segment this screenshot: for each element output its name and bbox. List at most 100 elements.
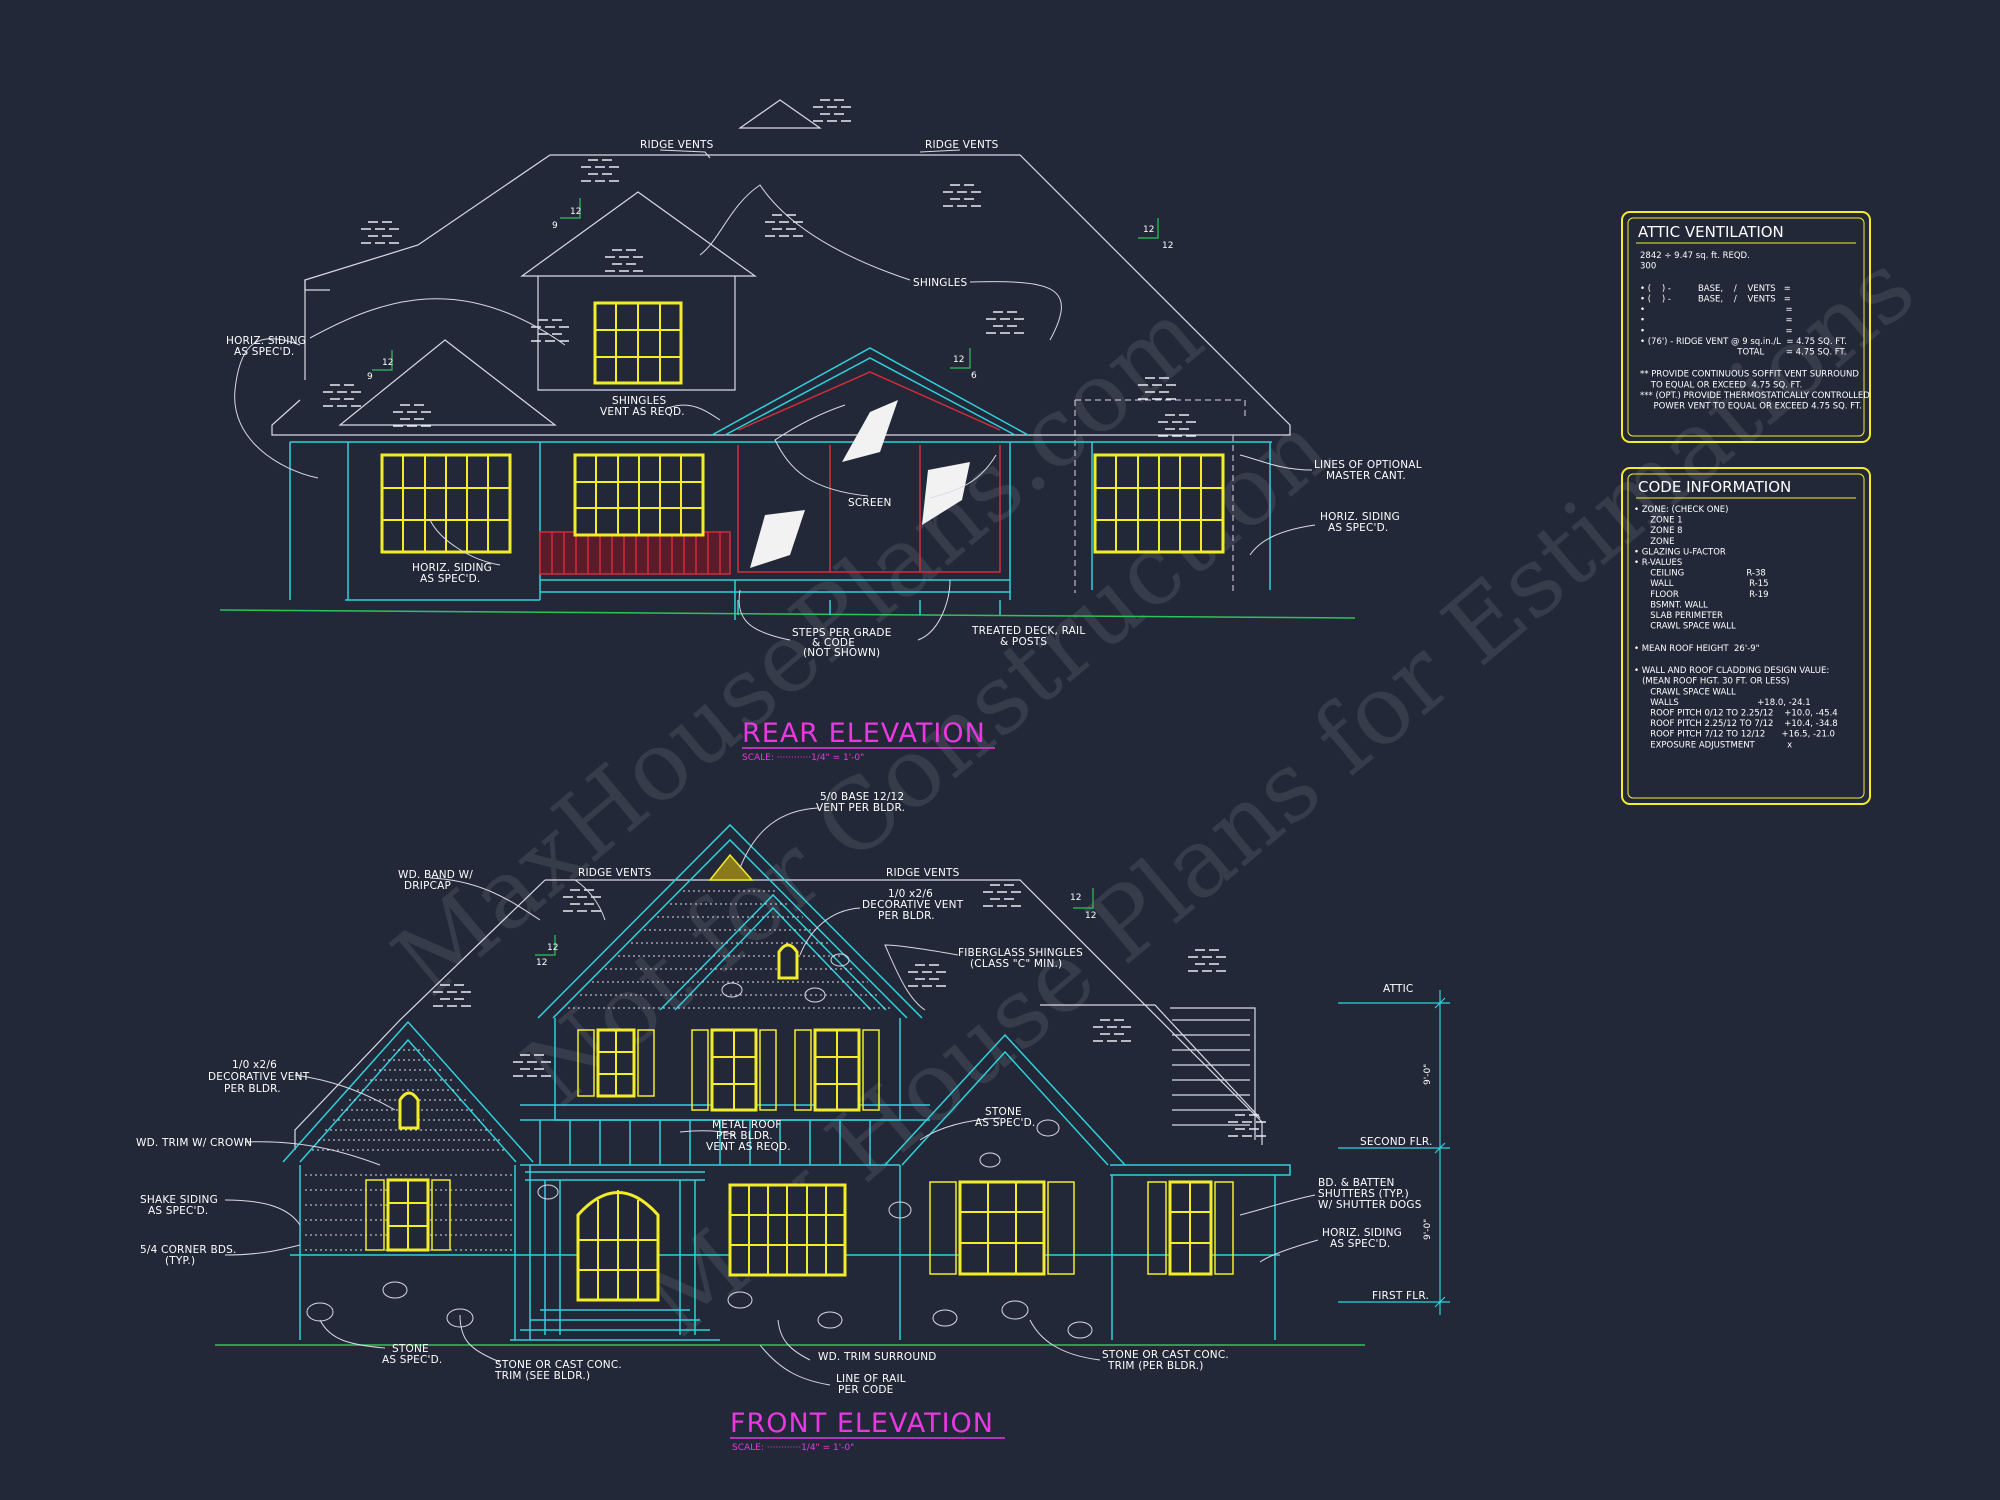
panel-line: ZONE <box>1634 537 1674 547</box>
rear-leader-lines <box>234 149 1316 641</box>
rear-optional-cant <box>1074 399 1246 593</box>
label-bd-batten-1: BD. & BATTEN <box>1318 1177 1395 1189</box>
label-bd-batten-2: SHUTTERS (TYP.) <box>1318 1188 1409 1200</box>
stone <box>382 1281 408 1299</box>
rear-screen-frame <box>737 371 1001 573</box>
pitch-run: 12 <box>1162 241 1173 251</box>
front-porch-columns <box>525 1171 705 1335</box>
panel-line: *** (OPT.) PROVIDE THERMOSTATICALLY CONT… <box>1640 391 1870 401</box>
rear-window-left-muntins <box>382 455 510 552</box>
panel-line: • ZONE: (CHECK ONE) <box>1634 505 1728 515</box>
front-entry-steps <box>510 1309 720 1341</box>
panel-line: TO EQUAL OR EXCEED 4.75 SQ. FT. <box>1640 380 1802 390</box>
rear-pitch-d: 12 6 <box>950 348 977 381</box>
stone <box>721 982 743 998</box>
rear-left-hip <box>304 154 551 291</box>
shutter <box>1214 1181 1234 1275</box>
rear-window-center-muntins <box>575 455 703 535</box>
panel-line: WALLS +18.0, -24.1 <box>1634 698 1811 708</box>
panel-line: ** PROVIDE CONTINUOUS SOFFIT VENT SURROU… <box>1640 370 1859 380</box>
stone <box>537 1184 559 1200</box>
rear-shingle-symbols <box>323 99 1196 437</box>
label-dim-upper: 9'-0" <box>1423 1064 1433 1085</box>
label-steps-3: (NOT SHOWN) <box>803 647 880 659</box>
front-shingle-symbols <box>433 884 1266 1137</box>
label-rail-2: PER CODE <box>838 1384 894 1396</box>
shingle-symbol <box>323 384 361 407</box>
rear-porch-gable <box>711 347 1029 436</box>
pitch-run: 9 <box>367 372 373 382</box>
shutter <box>862 1029 880 1111</box>
label-optional-cant-1: LINES OF OPTIONAL <box>1314 459 1422 471</box>
rear-window-center <box>573 453 705 537</box>
panel-line: WALL R-15 <box>1634 579 1769 589</box>
rear-screen-glare-1 <box>842 400 898 462</box>
label-stone-trim-2: TRIM (SEE BLDR.) <box>494 1370 590 1382</box>
shingle-symbol <box>513 1054 551 1077</box>
rear-window-right-muntins <box>1095 455 1223 552</box>
label-dec-vent-top-1: 1/0 x2/6 <box>888 888 933 900</box>
shingle-symbol <box>1188 949 1226 972</box>
attic-panel-inner-border <box>1627 217 1865 437</box>
label-shingles: SHINGLES <box>913 277 968 289</box>
rear-ground-line <box>219 609 1356 619</box>
front-decorative-vent-left <box>398 1091 420 1130</box>
panel-line: ZONE 8 <box>1634 526 1683 536</box>
front-window-center <box>728 1183 847 1277</box>
front-center-gable <box>537 823 923 1019</box>
stone <box>804 987 826 1003</box>
shingle-symbol <box>531 319 569 342</box>
front-center-shake-siding <box>568 890 892 1009</box>
panel-line: TOTAL = 4.75 SQ. FT. <box>1640 347 1846 357</box>
label-horiz-siding-bottom-1: HORIZ. SIDING <box>412 562 492 574</box>
shutter <box>929 1181 957 1275</box>
front-level-dimensions: ATTIC SECOND FLR. FIRST FLR. 9'-0" 9'-0" <box>1338 983 1450 1315</box>
stone <box>1001 1300 1029 1320</box>
front-window-left <box>365 1178 451 1252</box>
label-stone-mid-2: AS SPEC'D. <box>975 1117 1035 1129</box>
panel-line: • ( ) - BASE, / VENTS = <box>1640 294 1791 304</box>
shingle-symbol <box>393 404 431 427</box>
rear-dormer-roof <box>520 191 757 277</box>
front-right-siding <box>1170 1007 1256 1140</box>
rear-porch-gable-inner <box>724 357 1016 436</box>
label-wd-band-2: DRIPCAP <box>404 880 451 892</box>
stone <box>446 1308 474 1328</box>
code-panel-border <box>1621 467 1871 805</box>
label-deck-2: & POSTS <box>1000 636 1047 648</box>
rear-elevation: 12 9 12 12 12 9 12 6 RIDGE VENTS RIDGE V… <box>219 99 1422 763</box>
code-panel-lines: • ZONE: (CHECK ONE) ZONE 1 ZONE 8 ZONE• … <box>1634 505 1838 750</box>
label-shake-siding-1: SHAKE SIDING <box>140 1194 218 1206</box>
shutter <box>637 1029 655 1097</box>
front-left-gable <box>282 1020 534 1163</box>
panel-line: FLOOR R-19 <box>1634 590 1769 600</box>
label-stone-bl-2: AS SPEC'D. <box>382 1354 442 1366</box>
label-stone-trim-r-2: TRIM (PER BLDR.) <box>1107 1360 1204 1372</box>
front-window-upper-1 <box>577 1028 655 1098</box>
pitch-rise: 12 <box>382 358 393 368</box>
label-horiz-siding-right-1: HORIZ. SIDING <box>1320 511 1400 523</box>
rear-elevation-scale: SCALE: ············1/4" = 1'-0" <box>742 753 864 763</box>
front-window-right-frame <box>958 1180 1046 1276</box>
rear-window-right <box>1093 453 1225 554</box>
code-panel-title: CODE INFORMATION <box>1638 478 1791 496</box>
panel-line: • GLAZING U-FACTOR <box>1634 547 1726 557</box>
front-right-eave <box>1110 1164 1291 1176</box>
shutter <box>1147 1181 1167 1275</box>
rear-walls <box>289 441 1272 601</box>
panel-line: 2842 ÷ 9.47 sq. ft. REQD. <box>1640 251 1750 261</box>
front-pitch-b: 12 12 <box>1070 888 1096 921</box>
panel-line: CRAWL SPACE WALL <box>1634 687 1736 697</box>
label-second-flr: SECOND FLR. <box>1360 1136 1433 1148</box>
label-horiz-siding-2: AS SPEC'D. <box>1330 1238 1390 1250</box>
label-dec-vent-top-2: DECORATIVE VENT <box>862 899 964 911</box>
front-elevation: 12 12 12 12 ATTIC SECOND FLR. FIRST FLR.… <box>136 791 1450 1453</box>
label-shingles-vent-2: VENT AS REQD. <box>600 406 685 418</box>
stone <box>932 1309 958 1327</box>
rear-dormer-window-muntins <box>595 303 681 383</box>
dimension-lines <box>1338 990 1450 1315</box>
pitch-rise: 12 <box>570 207 581 217</box>
panel-line: CRAWL SPACE WALL <box>1634 622 1736 632</box>
label-dec-vent-left-3: PER BLDR. <box>224 1083 281 1095</box>
